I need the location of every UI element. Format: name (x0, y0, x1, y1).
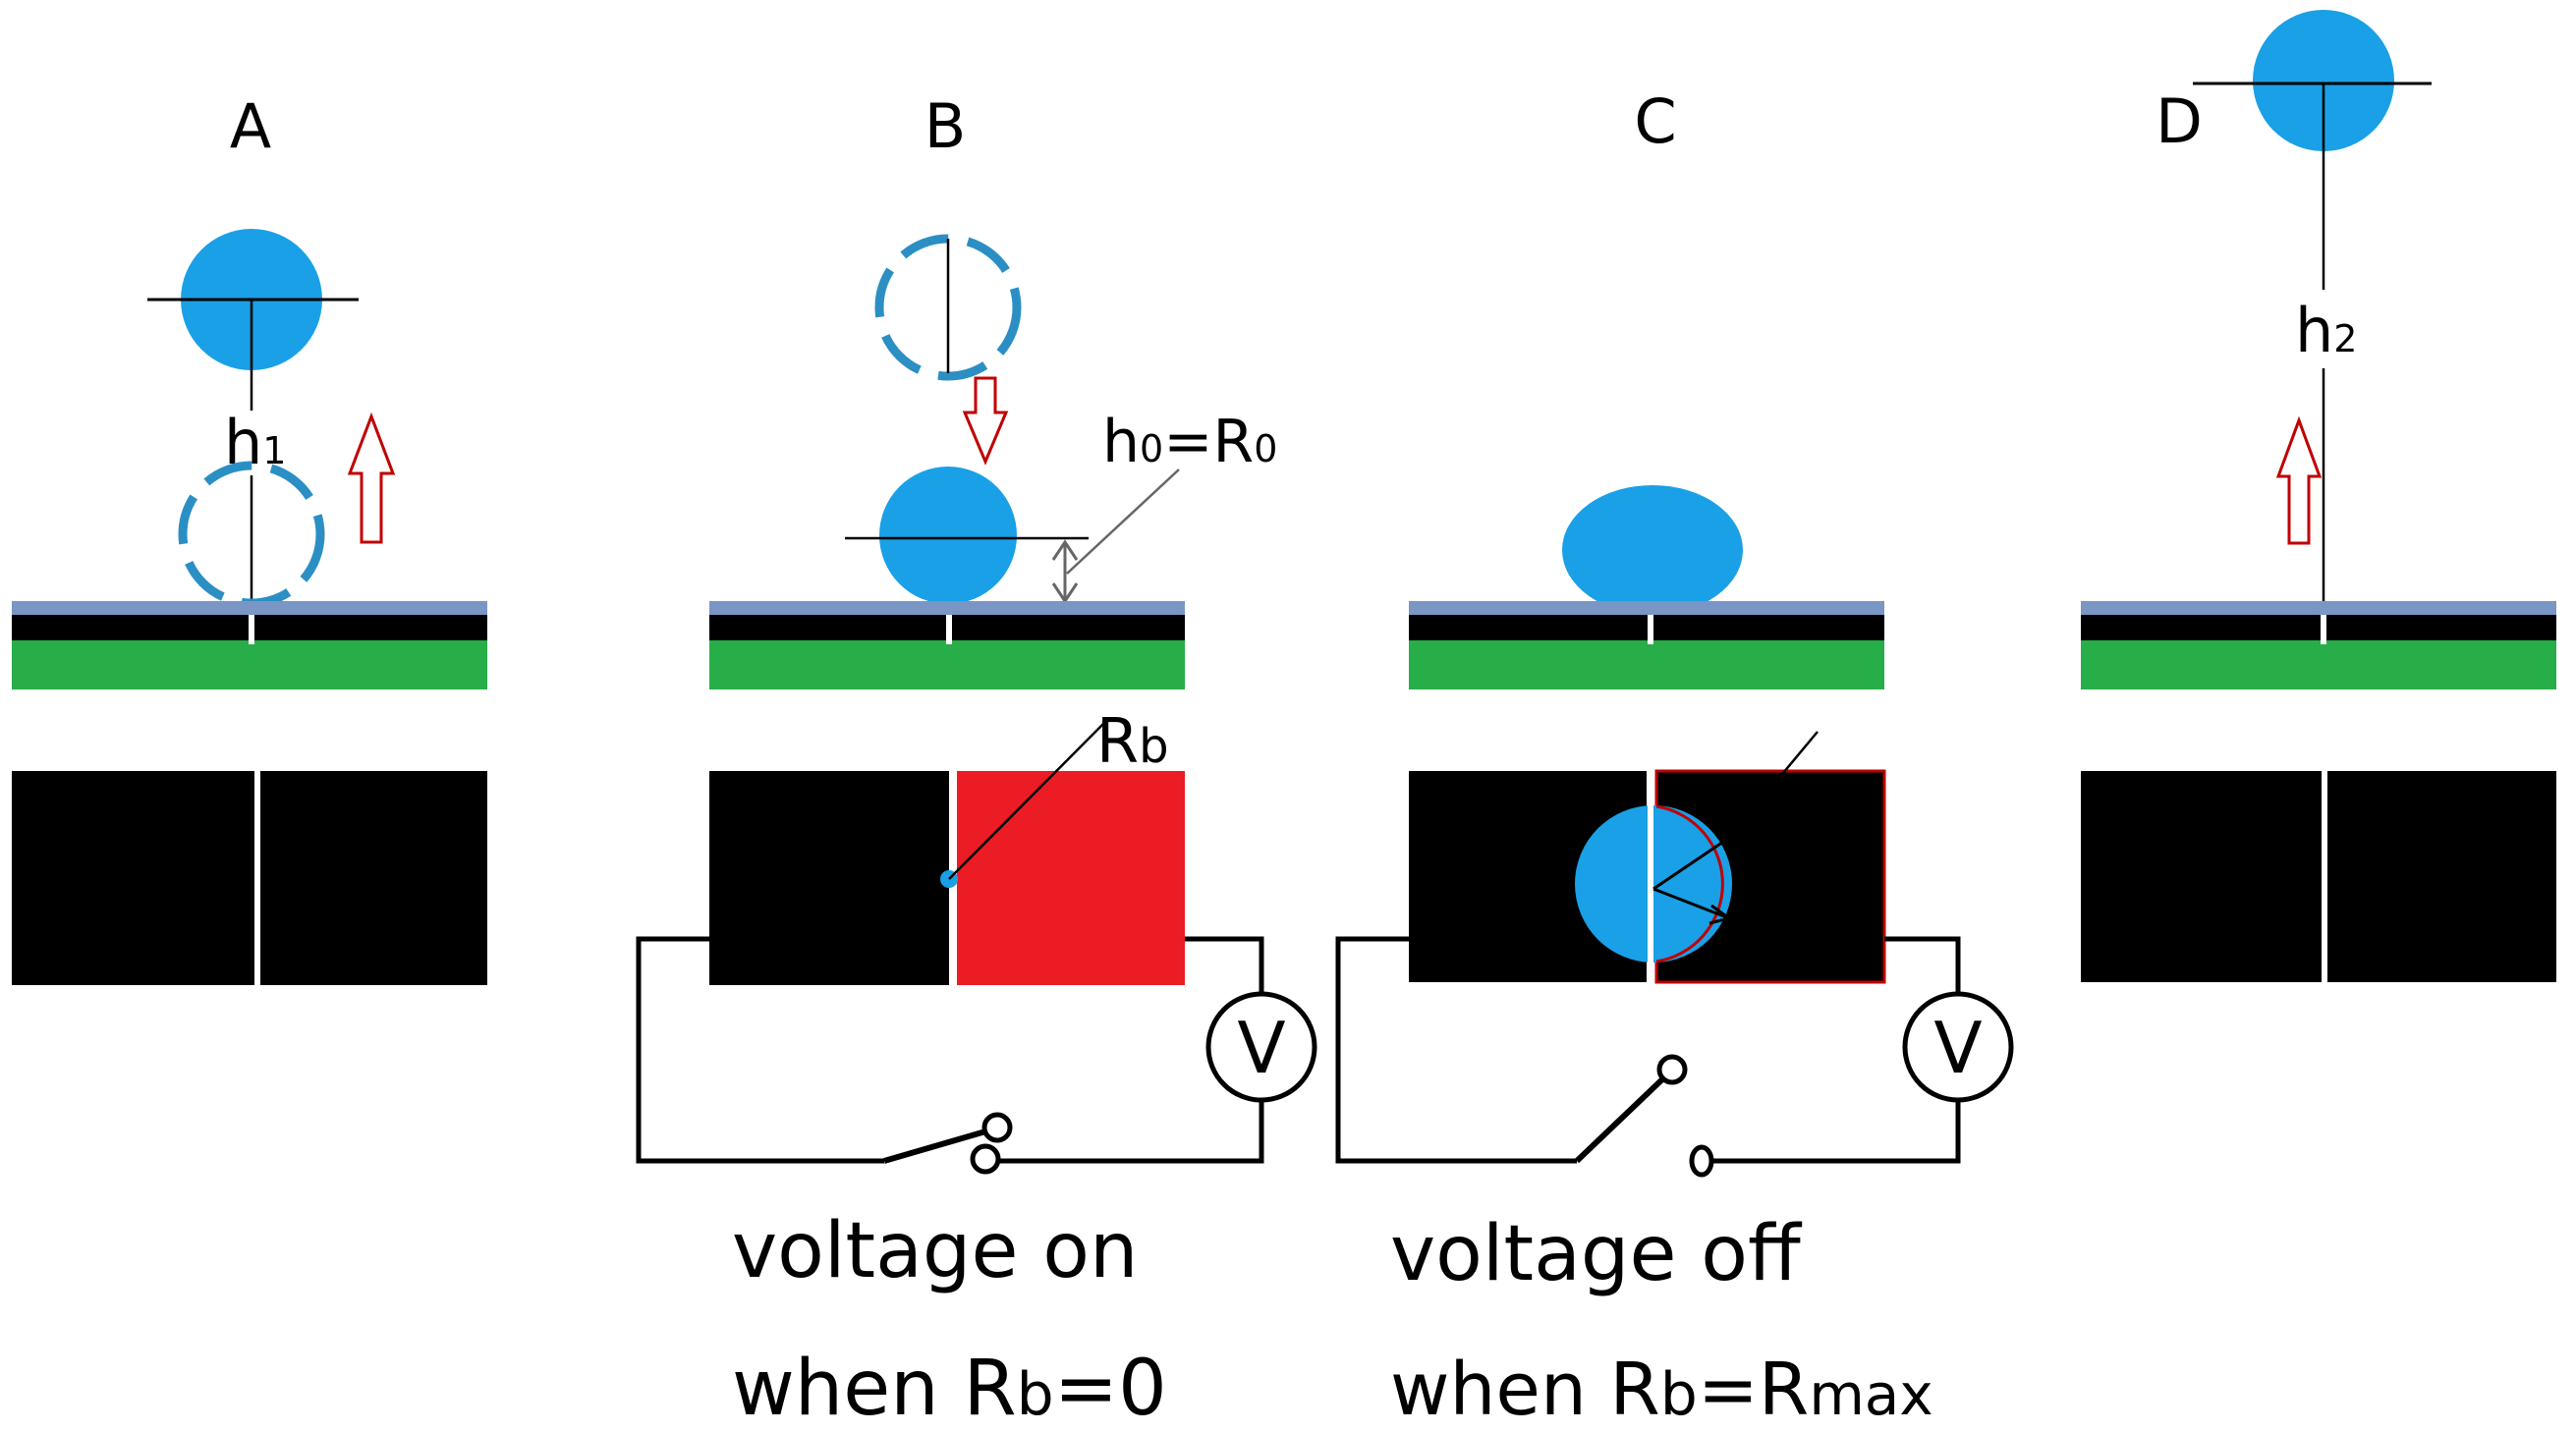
height-label-bg-d (2289, 290, 2364, 368)
substrate-black-d (2081, 615, 2556, 640)
electrode-right-a (260, 771, 487, 985)
height-label-d: h2 (2295, 295, 2357, 366)
substrate-gap-c (1648, 615, 1653, 644)
circuit-wire-c-left (1335, 936, 1577, 1164)
substrate-top-a (12, 601, 487, 615)
switch-blade-b (883, 1127, 993, 1164)
panel-a: A h1 (12, 90, 487, 985)
electrode-right-b (957, 771, 1185, 985)
caption-b-line1: voltage on (732, 1207, 1138, 1295)
panel-b: B h0=R0 Rb (636, 90, 1317, 1432)
rb-leader-line (948, 721, 1106, 880)
substrate-green-d (2081, 640, 2556, 689)
electrode-left-a (12, 771, 254, 985)
substrate-black-c (1409, 615, 1884, 640)
droplet-d (2253, 10, 2394, 151)
substrate-gap-a (249, 615, 254, 644)
circuit-wire-b-bottom (997, 1098, 1264, 1164)
switch-terminal-c-2 (1689, 1144, 1714, 1178)
circuit-wire-c-bottom (1713, 1098, 1961, 1164)
substrate-top-c (1409, 601, 1884, 615)
rb-label: Rb (1096, 705, 1169, 777)
electrode-left-b (709, 771, 949, 985)
voltmeter-c-label: V (1933, 1007, 1982, 1089)
switch-terminal-b-1 (981, 1112, 1013, 1143)
circuit-wire-b-left (636, 936, 884, 1164)
switch-terminal-b-2 (970, 1143, 1001, 1175)
contact-gap-c (1648, 771, 1653, 982)
circuit-wire-c-right (1884, 936, 1961, 997)
substrate-green-b (709, 640, 1185, 689)
panel-d: D h2 (2081, 10, 2556, 982)
panel-a-label: A (230, 90, 271, 162)
down-arrow-b (962, 376, 1009, 466)
voltmeter-b-label: V (1237, 1007, 1285, 1089)
caption-b-line2: when Rb=0 (732, 1345, 1167, 1432)
substrate-top-d (2081, 601, 2556, 615)
electrode-right-d (2327, 771, 2556, 982)
h0-arrow-head-top (1051, 539, 1079, 561)
substrate-top-b (709, 601, 1185, 615)
contact-area-c-right-outline (1655, 804, 1724, 964)
circuit-wire-b-right (1185, 936, 1264, 997)
switch-blade-c (1574, 1075, 1666, 1164)
droplet-c (1562, 485, 1743, 615)
radius-leader-c (1728, 731, 1819, 839)
substrate-green-c (1409, 640, 1884, 689)
up-arrow-a (347, 412, 396, 544)
h0-leader-line (1066, 468, 1180, 575)
electrode-left-d (2081, 771, 2322, 982)
radius-line-c-1 (1652, 836, 1730, 891)
up-arrow-d (2275, 415, 2323, 545)
substrate-gap-b (946, 615, 952, 644)
voltmeter-b (1205, 991, 1317, 1103)
switch-terminal-c-1 (1656, 1054, 1688, 1085)
radius-arrow-head-c (1708, 904, 1733, 925)
substrate-green-a (12, 640, 487, 689)
panel-b-label: B (924, 90, 967, 162)
substrate-gap-d (2321, 615, 2326, 644)
caption-c-line1: voltage off (1390, 1210, 1803, 1298)
h0-label: h0=R0 (1102, 408, 1277, 476)
droplet-b (879, 467, 1017, 604)
panel-c: C V voltage off when Rb=Rmax (1335, 85, 2014, 1432)
panel-c-label: C (1634, 85, 1676, 157)
radius-line-c-2 (1652, 887, 1730, 920)
voltmeter-c (1902, 991, 2014, 1103)
panel-d-label: D (2156, 85, 2203, 157)
caption-c-line2: when Rb=Rmax (1390, 1348, 1933, 1432)
